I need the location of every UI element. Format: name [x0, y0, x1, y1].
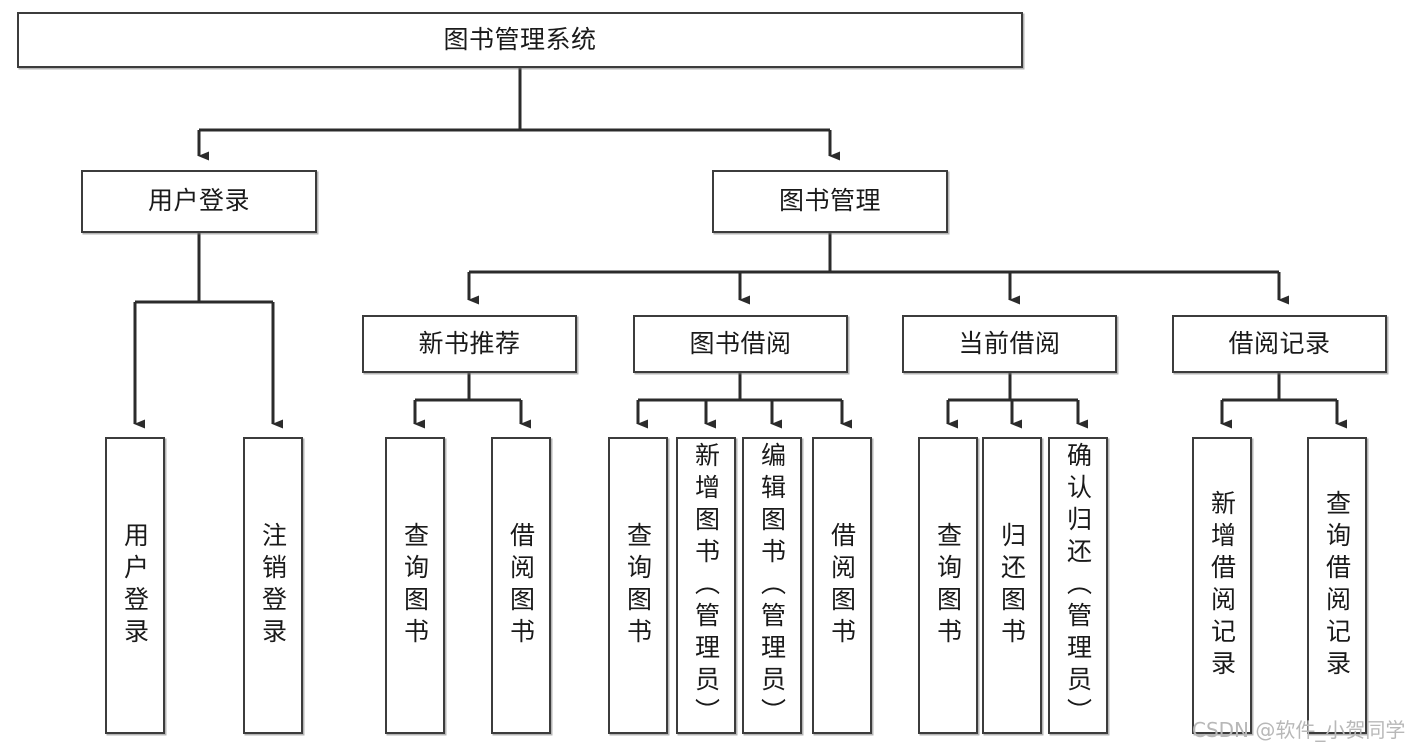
node-label: 当前借阅 — [958, 328, 1061, 358]
node-root-system[interactable]: 图书管理系统 — [17, 12, 1023, 68]
node-label: 新增借阅记录 — [1207, 489, 1237, 682]
leaf-recommend-query-book[interactable]: 查询图书 — [385, 437, 445, 734]
node-label: 图书借阅 — [689, 328, 792, 358]
node-label: 注销登录 — [258, 521, 288, 650]
csdn-watermark: CSDN @软件_小贺同学 — [1192, 718, 1405, 742]
leaf-borrow-add-book-admin[interactable]: 新增图书（管理员） — [676, 437, 736, 734]
node-label: 新增图书（管理员） — [691, 441, 721, 730]
node-label: 图书管理系统 — [443, 24, 597, 54]
node-label: 编辑图书（管理员） — [757, 441, 787, 730]
leaf-user-login-login[interactable]: 用户登录 — [105, 437, 165, 734]
node-borrow-record[interactable]: 借阅记录 — [1172, 315, 1387, 373]
node-label: 查询图书 — [400, 521, 430, 650]
leaf-recommend-borrow-book[interactable]: 借阅图书 — [491, 437, 551, 734]
leaf-current-confirm-return-admin[interactable]: 确认归还（管理员） — [1048, 437, 1108, 734]
node-book-management[interactable]: 图书管理 — [712, 170, 948, 233]
leaf-borrow-borrow-book[interactable]: 借阅图书 — [812, 437, 872, 734]
node-current-borrow[interactable]: 当前借阅 — [902, 315, 1117, 373]
node-label: 用户登录 — [147, 186, 250, 216]
node-label: 查询图书 — [623, 521, 653, 650]
leaf-record-add-record[interactable]: 新增借阅记录 — [1192, 437, 1252, 734]
node-user-login[interactable]: 用户登录 — [81, 170, 317, 233]
leaf-borrow-query-book[interactable]: 查询图书 — [608, 437, 668, 734]
node-label: 用户登录 — [120, 521, 150, 650]
node-label: 借阅图书 — [827, 521, 857, 650]
leaf-current-return-book[interactable]: 归还图书 — [982, 437, 1042, 734]
node-label: 图书管理 — [778, 186, 881, 216]
node-label: 查询借阅记录 — [1322, 489, 1352, 682]
node-label: 借阅图书 — [506, 521, 536, 650]
node-book-borrow[interactable]: 图书借阅 — [633, 315, 848, 373]
node-label: 确认归还（管理员） — [1063, 441, 1093, 730]
node-label: 归还图书 — [997, 521, 1027, 650]
leaf-record-query-record[interactable]: 查询借阅记录 — [1307, 437, 1367, 734]
node-label: 新书推荐 — [418, 328, 521, 358]
node-label: 查询图书 — [933, 521, 963, 650]
leaf-borrow-edit-book-admin[interactable]: 编辑图书（管理员） — [742, 437, 802, 734]
leaf-user-login-logout[interactable]: 注销登录 — [243, 437, 303, 734]
node-label: 借阅记录 — [1228, 328, 1331, 358]
node-new-book-recommend[interactable]: 新书推荐 — [362, 315, 577, 373]
leaf-current-query-book[interactable]: 查询图书 — [918, 437, 978, 734]
